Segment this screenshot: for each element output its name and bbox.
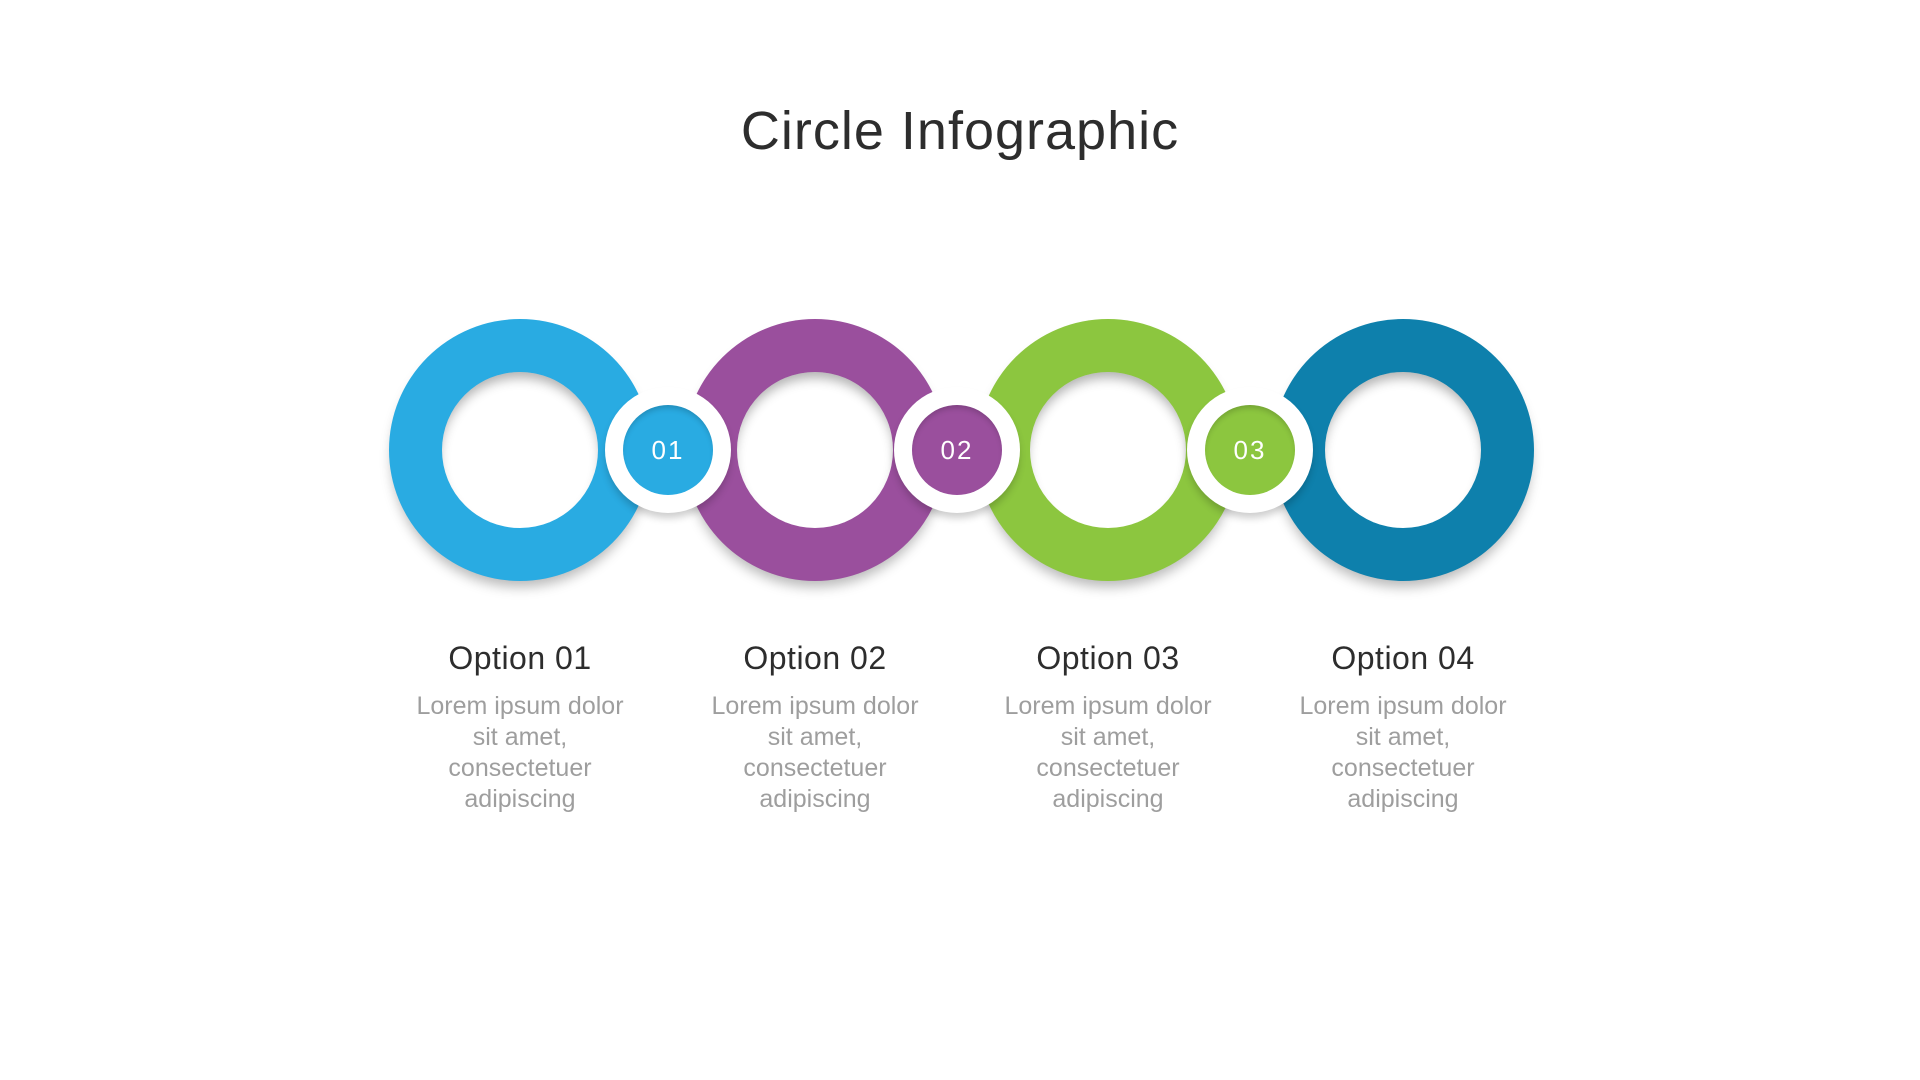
option-caption-4: Option 04 Lorem ipsum dolor sit amet, co… — [1273, 640, 1533, 815]
option-description-1: Lorem ipsum dolor sit amet, consectetuer… — [416, 692, 624, 813]
connector-badge-1: 01 — [605, 387, 731, 513]
option-caption-3: Option 03 Lorem ipsum dolor sit amet, co… — [978, 640, 1238, 815]
ring-hole-4 — [1325, 372, 1481, 528]
option-description-4: Lorem ipsum dolor sit amet, consectetuer… — [1299, 692, 1507, 813]
connector-label-1: 01 — [651, 434, 685, 465]
ring-hole-2 — [737, 372, 893, 528]
page-title: Circle Infographic — [740, 101, 1180, 161]
connector-label-2: 02 — [940, 434, 974, 465]
option-heading-4: Option 04 — [1331, 640, 1475, 676]
ring-hole-1 — [442, 372, 598, 528]
option-caption-2: Option 02 Lorem ipsum dolor sit amet, co… — [685, 640, 945, 815]
option-heading-3: Option 03 — [1036, 640, 1180, 676]
option-ring-3 — [977, 319, 1239, 581]
connector-disc-1: 01 — [623, 405, 713, 495]
connector-badge-3: 03 — [1187, 387, 1313, 513]
connector-label-3: 03 — [1233, 434, 1267, 465]
ring-hole-3 — [1030, 372, 1186, 528]
option-ring-4 — [1272, 319, 1534, 581]
option-caption-1: Option 01 Lorem ipsum dolor sit amet, co… — [390, 640, 650, 815]
option-heading-2: Option 02 — [743, 640, 887, 676]
option-description-2: Lorem ipsum dolor sit amet, consectetuer… — [711, 692, 919, 813]
connector-badge-2: 02 — [894, 387, 1020, 513]
connector-disc-3: 03 — [1205, 405, 1295, 495]
connector-disc-2: 02 — [912, 405, 1002, 495]
option-description-3: Lorem ipsum dolor sit amet, consectetuer… — [1004, 692, 1212, 813]
option-heading-1: Option 01 — [448, 640, 592, 676]
